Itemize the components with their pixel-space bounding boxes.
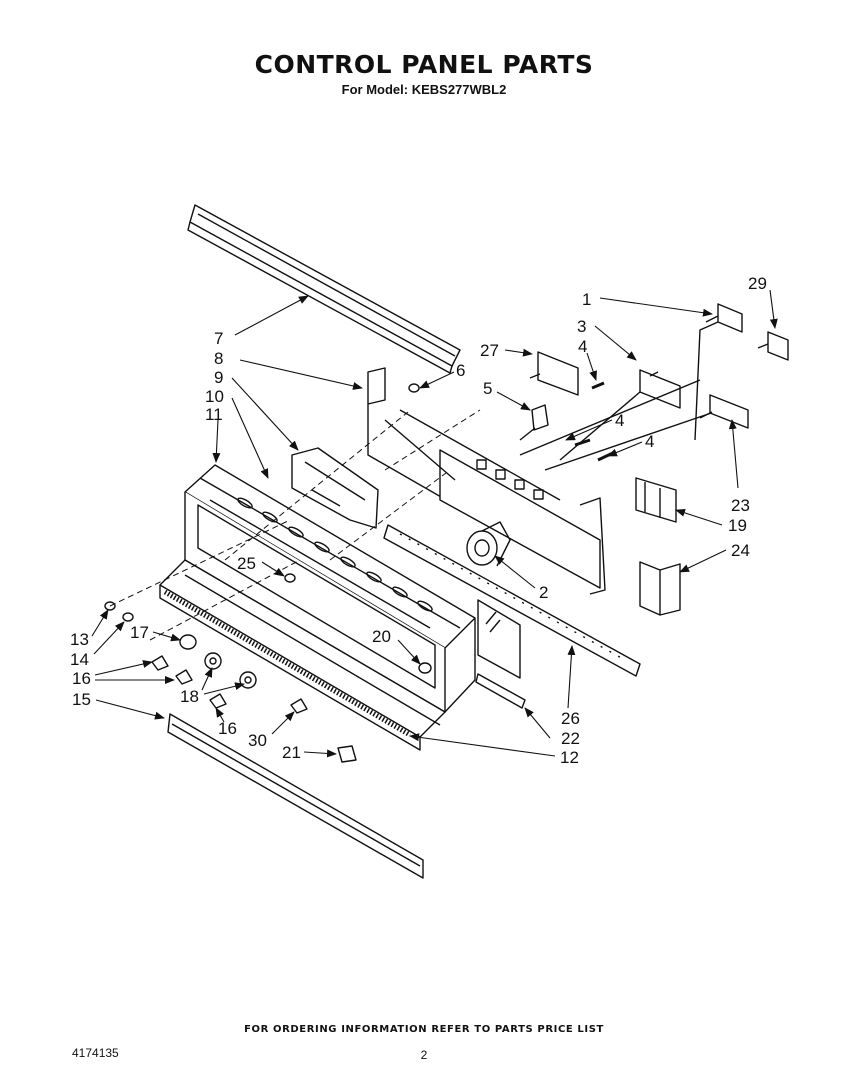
callout-19: 19 xyxy=(728,516,747,535)
bottom-trim-strip xyxy=(167,713,424,879)
callout-4b: 4 xyxy=(615,411,624,430)
switch-plate xyxy=(384,409,606,595)
callout-23: 23 xyxy=(731,496,750,515)
page-number: 2 xyxy=(420,1048,428,1062)
callout-6: 6 xyxy=(456,361,465,380)
pin-4a xyxy=(591,381,605,390)
callout-8: 8 xyxy=(214,349,223,368)
callout-labels: 1 29 3 27 4 6 5 7 8 9 10 11 4 4 23 19 24… xyxy=(70,274,767,767)
nut-6 xyxy=(408,383,420,393)
pin-4c xyxy=(597,450,616,462)
callout-11: 11 xyxy=(205,405,223,424)
ordering-info-footer: FOR ORDERING INFORMATION REFER TO PARTS … xyxy=(244,1024,604,1035)
callout-4a: 4 xyxy=(578,337,587,356)
page-title: CONTROL PANEL PARTS xyxy=(254,50,594,79)
lower-panel-body xyxy=(159,559,446,751)
callout-30: 30 xyxy=(248,731,267,750)
callout-12: 12 xyxy=(560,748,579,767)
display-window xyxy=(477,599,521,679)
button-30 xyxy=(290,698,308,714)
callout-3: 3 xyxy=(577,317,586,336)
callout-5: 5 xyxy=(483,379,492,398)
callout-22: 22 xyxy=(561,729,580,748)
control-panel-frame xyxy=(184,464,476,713)
small-rail-22 xyxy=(475,673,526,709)
bezel-18a xyxy=(204,652,222,670)
callout-17: 17 xyxy=(130,623,149,642)
leader-lines xyxy=(91,289,778,758)
relay-19 xyxy=(635,477,677,523)
callout-29: 29 xyxy=(748,274,767,293)
rotary-switch xyxy=(466,521,511,567)
switch-29 xyxy=(757,331,789,361)
callout-26: 26 xyxy=(561,709,580,728)
callout-16b: 16 xyxy=(218,719,237,738)
bezel-18b xyxy=(239,671,257,689)
screw-14 xyxy=(122,612,134,622)
switch-27 xyxy=(529,351,579,396)
callout-9: 9 xyxy=(214,368,223,387)
pin-4b xyxy=(574,438,591,447)
top-trim-strip xyxy=(187,204,461,374)
switch-3 xyxy=(559,369,681,461)
callout-25: 25 xyxy=(237,554,256,573)
bracket-24 xyxy=(639,561,681,616)
knob-17 xyxy=(179,634,197,650)
callout-18: 18 xyxy=(180,687,199,706)
mounting-rail xyxy=(383,524,641,677)
callout-16a: 16 xyxy=(72,669,91,688)
knob-16a xyxy=(151,655,169,671)
callout-7: 7 xyxy=(214,329,223,348)
callout-27: 27 xyxy=(480,341,499,360)
screw-20 xyxy=(418,662,432,674)
callout-14: 14 xyxy=(70,650,89,669)
callout-24: 24 xyxy=(731,541,750,560)
screw-25 xyxy=(284,573,296,583)
callout-13: 13 xyxy=(70,630,89,649)
callout-2: 2 xyxy=(539,583,548,602)
callout-20: 20 xyxy=(372,627,391,646)
callout-10: 10 xyxy=(205,387,224,406)
switch-1 xyxy=(694,303,743,441)
callout-21: 21 xyxy=(282,743,301,762)
clip-5 xyxy=(519,404,549,441)
callout-4c: 4 xyxy=(645,432,654,451)
display-board xyxy=(291,447,379,529)
callout-15: 15 xyxy=(72,690,91,709)
model-subtitle: For Model: KEBS277WBL2 xyxy=(341,82,507,97)
switch-23 xyxy=(699,394,749,429)
knob-16c xyxy=(209,693,227,709)
clip-21 xyxy=(337,745,357,763)
document-number: 4174135 xyxy=(72,1046,119,1060)
callout-1: 1 xyxy=(582,290,591,309)
knob-16b xyxy=(175,669,193,685)
left-bracket xyxy=(367,367,456,506)
